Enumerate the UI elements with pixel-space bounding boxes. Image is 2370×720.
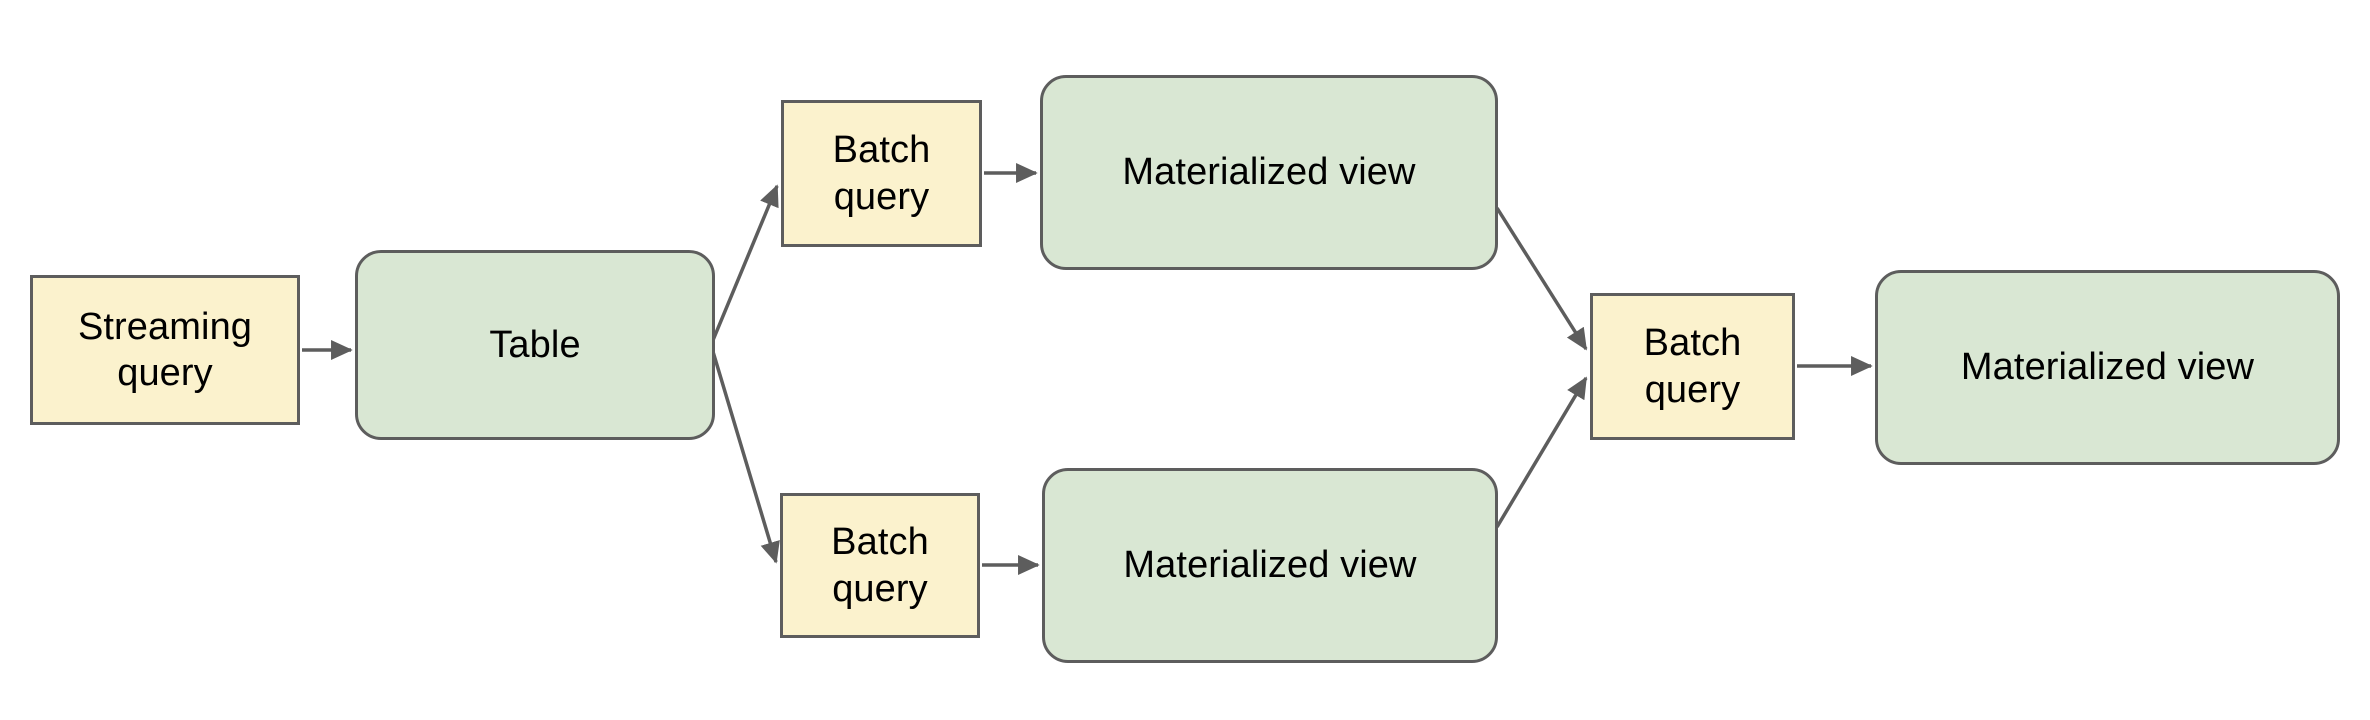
node-batch-query-top-label: Batch query [832, 129, 931, 218]
edge-table-to-batch-query-top [709, 184, 779, 346]
node-batch-query-bottom-label: Batch query [831, 521, 929, 610]
node-materialized-view-final-label: Materialized view [1960, 346, 2255, 389]
node-table[interactable]: Table [355, 250, 715, 440]
node-streaming-query[interactable]: Streaming query [30, 275, 300, 425]
node-materialized-view-final[interactable]: Materialized view [1875, 270, 2340, 465]
node-batch-query-merge[interactable]: Batch query [1590, 293, 1795, 440]
node-batch-query-top[interactable]: Batch query [781, 100, 982, 247]
node-materialized-view-top[interactable]: Materialized view [1040, 75, 1498, 270]
node-materialized-view-bottom-label: Materialized view [1123, 544, 1417, 587]
node-streaming-query-label: Streaming query [77, 305, 253, 394]
node-table-label: Table [489, 323, 581, 366]
edge-materialized-view-top-to-batch-query-merge [1495, 207, 1588, 351]
edge-table-to-batch-query-bottom [709, 344, 780, 564]
node-batch-query-merge-label: Batch query [1643, 322, 1742, 411]
node-materialized-view-bottom[interactable]: Materialized view [1042, 468, 1498, 663]
edge-materialized-view-bottom-to-batch-query-merge [1495, 376, 1588, 528]
node-materialized-view-top-label: Materialized view [1122, 151, 1416, 194]
node-batch-query-bottom[interactable]: Batch query [780, 493, 980, 638]
